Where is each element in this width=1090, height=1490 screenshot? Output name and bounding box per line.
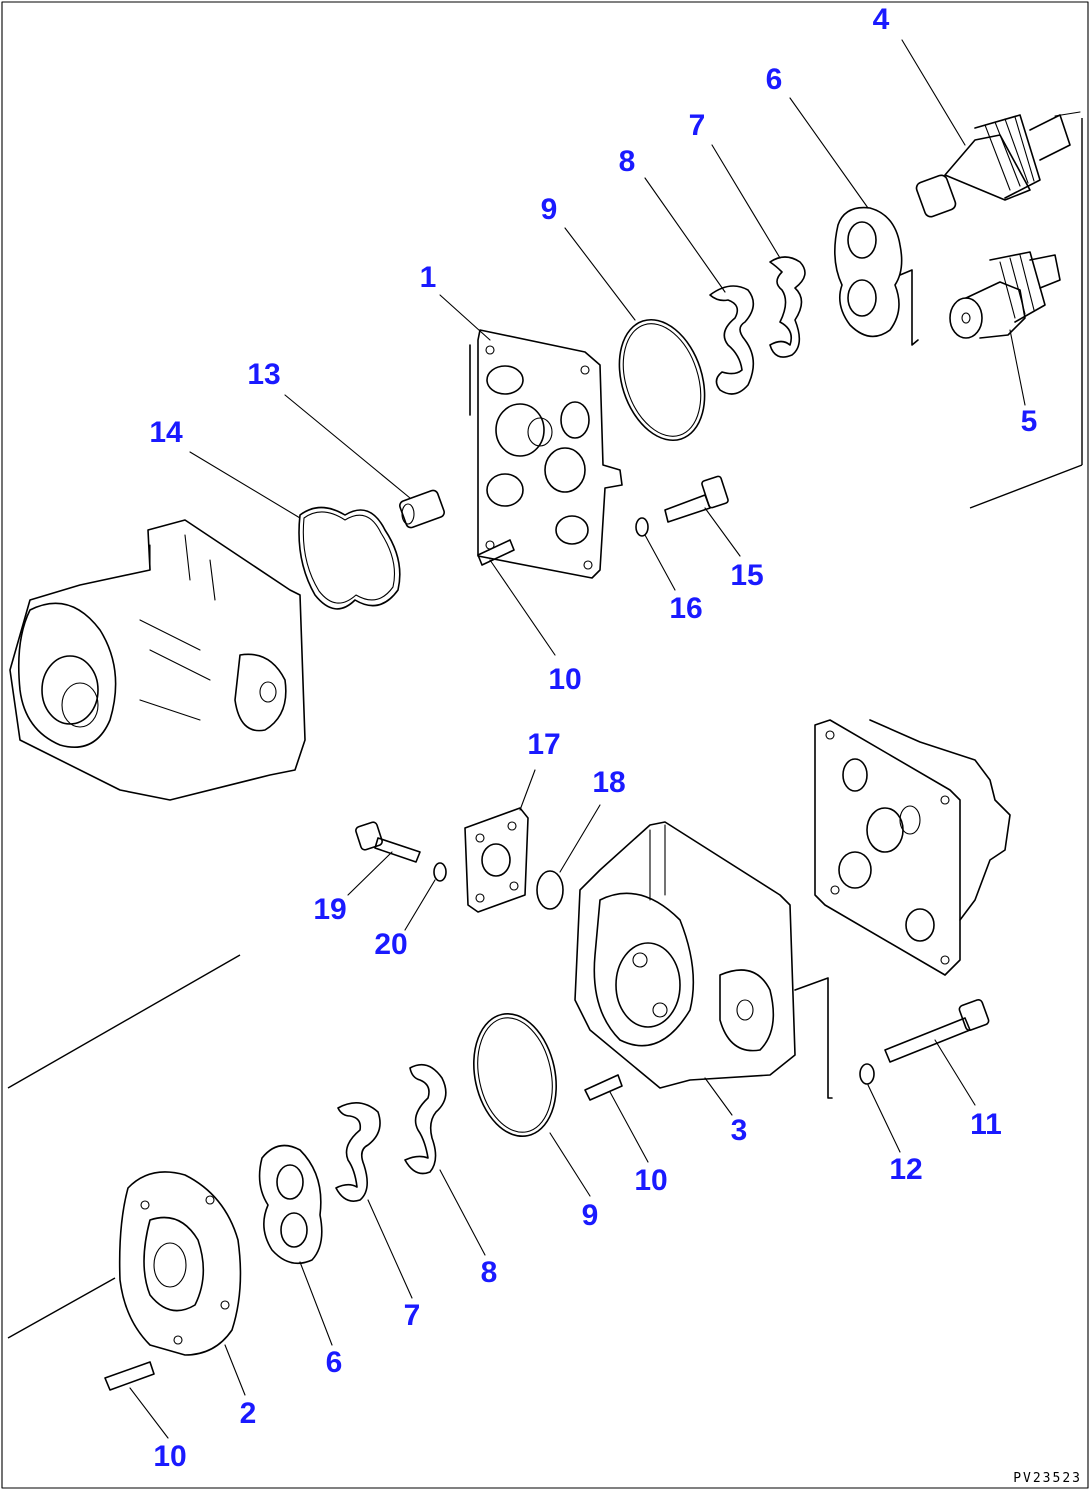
part-5-driven-gear [949, 251, 1061, 339]
part-3-gear-case [574, 821, 833, 1099]
leader-lines [129, 39, 1026, 1439]
callout-20: 20 [374, 928, 408, 961]
callout-4: 4 [872, 3, 890, 36]
callout-6: 6 [765, 63, 783, 96]
callout-10: 10 [153, 1440, 187, 1473]
pump-body-assembly [9, 519, 306, 801]
callout-5: 5 [1020, 405, 1038, 438]
part-8-seal-lower [404, 1063, 447, 1175]
rear-cover-assembly [814, 719, 1011, 976]
callout-6: 6 [325, 1346, 343, 1379]
part-17-flange [464, 807, 529, 913]
callout-15: 15 [730, 559, 764, 592]
callout-9: 9 [581, 1199, 599, 1232]
callout-2: 2 [239, 1397, 257, 1430]
callout-12: 12 [889, 1153, 923, 1186]
part-8-seal-upper [709, 285, 755, 395]
part-18-oring [536, 870, 564, 910]
part-10-pin-upper [477, 539, 515, 566]
drawing-code: PV23523 [1013, 1471, 1082, 1486]
callout-13: 13 [247, 358, 281, 391]
axis-lines [7, 118, 1083, 1339]
part-19-bolt [355, 821, 421, 863]
part-13-bushing [399, 489, 445, 529]
callout-3: 3 [730, 1114, 748, 1147]
part-12-washer [859, 1063, 875, 1085]
callout-10: 10 [634, 1164, 668, 1197]
callout-14: 14 [149, 416, 183, 449]
callout-8: 8 [480, 1256, 498, 1289]
part-2-front-cover [118, 1171, 242, 1356]
part-9-oring-upper [618, 318, 706, 442]
callout-7: 7 [688, 109, 706, 142]
callout-1: 1 [419, 261, 437, 294]
callout-7: 7 [403, 1299, 421, 1332]
part-1-cover [469, 329, 623, 579]
callout-18: 18 [592, 766, 626, 799]
part-14-gasket [298, 506, 401, 610]
part-10-pin-middle [584, 1074, 623, 1101]
part-16-washer-upper [635, 517, 649, 537]
callout-17: 17 [527, 728, 561, 761]
callout-11: 11 [970, 1108, 1002, 1141]
part-4-drive-gear-shaft [915, 111, 1081, 218]
part-6-plate-lower [258, 1144, 323, 1265]
part-11-bolt [884, 999, 990, 1063]
part-6-plate-upper [834, 206, 919, 346]
part-20-washer [433, 862, 447, 882]
callout-10: 10 [548, 663, 582, 696]
callout-9: 9 [540, 193, 558, 226]
callout-16: 16 [669, 592, 703, 625]
part-9-oring-lower [473, 1012, 557, 1138]
part-7-seal-upper [769, 256, 806, 358]
callout-8: 8 [618, 145, 636, 178]
part-7-seal-lower [335, 1102, 381, 1202]
part-10-pin-lower [104, 1361, 155, 1391]
callout-19: 19 [313, 893, 347, 926]
part-15-bolt-upper [664, 475, 729, 523]
